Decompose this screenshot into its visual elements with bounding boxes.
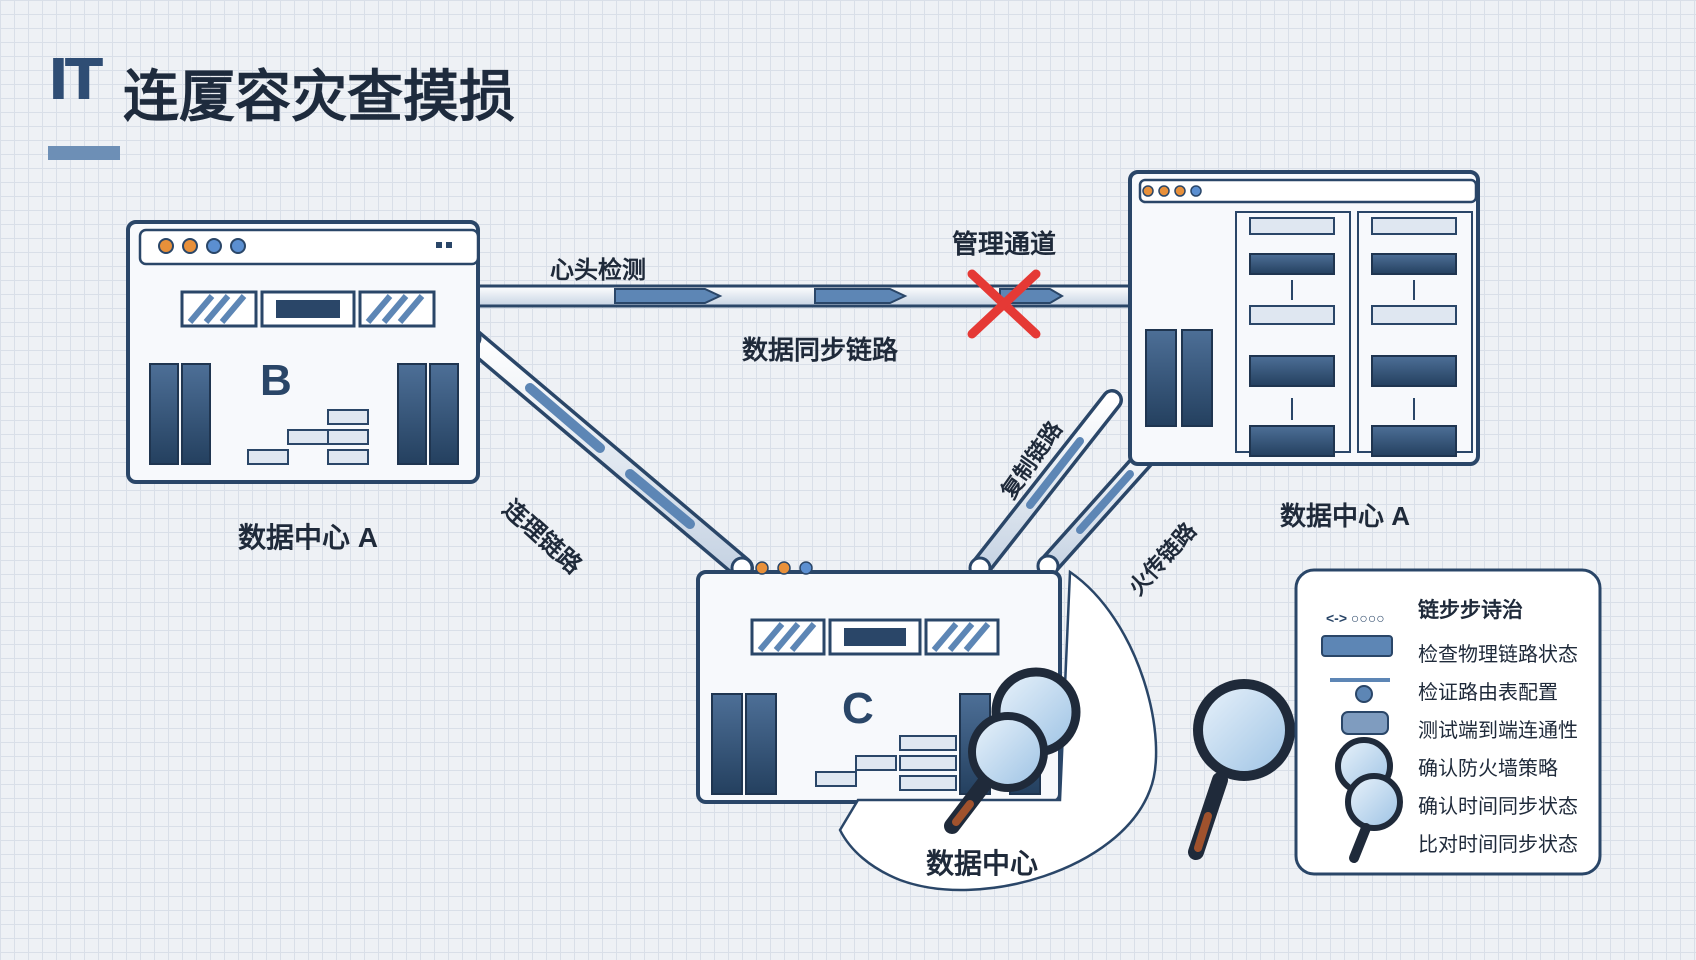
legend-item: 检查物理链路状态 [1418, 644, 1578, 666]
magnifier-icon [944, 667, 1081, 834]
title-text: 连厦容灾查摸损 [123, 65, 515, 128]
page-title: IT 连厦容灾查摸损 [48, 48, 515, 128]
sync-link [444, 283, 1188, 315]
legend-item: 检证路由表配置 [1418, 682, 1558, 704]
legend-title: 链步步诗治 [1418, 599, 1523, 622]
title-logo: IT [48, 48, 103, 113]
legend-panel [1294, 568, 1602, 876]
left-diagonal-link [458, 326, 754, 580]
datacenter-b-letter: B [260, 356, 292, 405]
datacenter-b-caption: 数据中心 A [238, 522, 379, 553]
legend-item: 确认防火墙策略 [1418, 758, 1558, 780]
legend-item: 测试端到端连通性 [1418, 720, 1578, 742]
datacenter-c-caption: 数据中心 [926, 848, 1039, 879]
title-underline [48, 146, 120, 160]
legend-header-glyph: <-> ○○○○ [1326, 610, 1385, 626]
magnifier-large-icon [1188, 679, 1295, 860]
legend-link-icon [1321, 635, 1393, 657]
mgmt-channel-label: 管理通道 [952, 229, 1057, 259]
datacenter-b-window [126, 220, 480, 484]
window-dot-orange-icon [158, 238, 174, 254]
callout-bubble [838, 569, 1158, 892]
sync-link-label: 数据同步链路 [742, 335, 899, 365]
failure-cross-icon [967, 269, 1041, 339]
legend-endpoint-icon [1341, 711, 1389, 735]
datacenter-right-caption: 数据中心 A [1280, 501, 1411, 531]
legend-item: 比对时间同步状态 [1418, 834, 1578, 856]
heartbeat-label: 心头检测 [550, 257, 646, 284]
datacenter-right-window [1128, 170, 1480, 466]
legend-item: 确认时间同步状态 [1418, 796, 1578, 818]
datacenter-c-letter: C [842, 684, 874, 733]
